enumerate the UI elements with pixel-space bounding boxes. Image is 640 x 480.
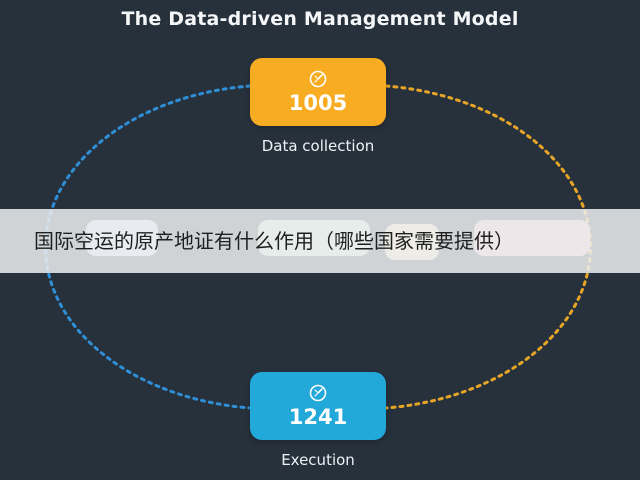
- gauge-icon: [309, 70, 327, 88]
- node-label-data-collection: Data collection: [261, 137, 375, 155]
- ring-left-arc: [44, 84, 252, 410]
- gauge-icon: [309, 384, 327, 402]
- diagram-title: The Data-driven Management Model: [121, 8, 519, 30]
- caption-banner: [0, 209, 640, 273]
- node-value: 1241: [288, 405, 348, 429]
- node-label-execution: Execution: [281, 451, 355, 469]
- node-execution[interactable]: 1241: [250, 372, 386, 440]
- node-data-collection[interactable]: 1005: [250, 58, 386, 126]
- node-value: 1005: [288, 91, 348, 115]
- ring-right-arc: [384, 84, 592, 410]
- caption-text: 国际空运的原产地证有什么作用（哪些国家需要提供）: [34, 229, 514, 253]
